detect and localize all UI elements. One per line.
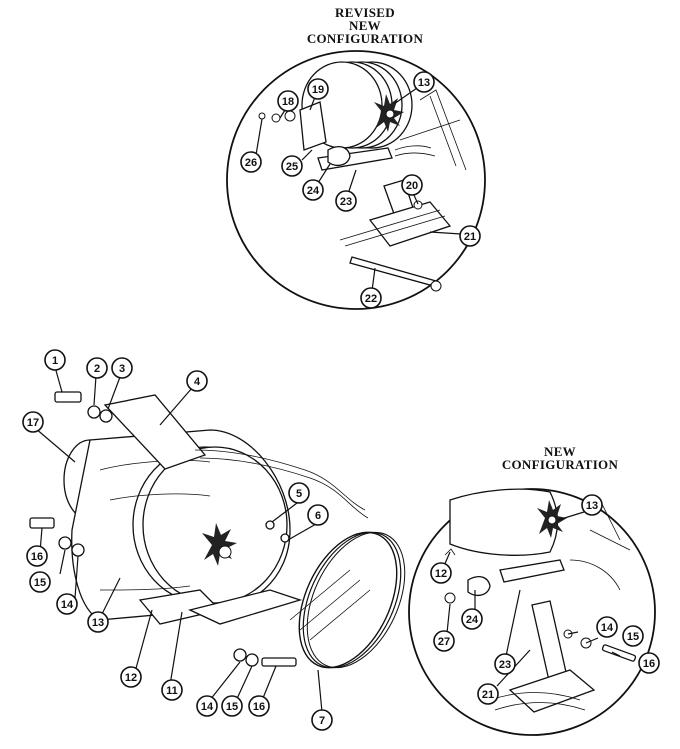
main-leader-lines <box>34 366 323 713</box>
svg-text:12: 12 <box>125 672 137 684</box>
new-detail-view: 13 12 27 24 23 21 14 15 16 <box>408 488 660 736</box>
callout-13: 13 <box>413 71 435 93</box>
svg-text:14: 14 <box>601 622 614 634</box>
svg-text:16: 16 <box>31 551 43 563</box>
callout-14-new: 14 <box>596 616 618 638</box>
revised-bracket-assembly <box>258 89 467 292</box>
callout-3: 3 <box>111 357 133 379</box>
callout-5: 5 <box>288 482 310 504</box>
main-callouts: 1 2 3 4 17 5 6 16 15 14 13 12 11 14 15 1… <box>22 349 333 731</box>
callout-15-bottom: 15 <box>221 695 243 717</box>
callout-16-left: 16 <box>26 545 48 567</box>
callout-7: 7 <box>311 709 333 731</box>
callout-18: 18 <box>277 90 299 112</box>
callout-13-new: 13 <box>581 494 603 516</box>
svg-text:19: 19 <box>312 84 324 96</box>
callout-21-new: 21 <box>477 683 499 705</box>
revised-configuration-title: REVISED NEW CONFIGURATION <box>290 6 440 45</box>
callout-17: 17 <box>22 411 44 433</box>
callout-11: 11 <box>161 679 183 701</box>
callout-4: 4 <box>186 370 208 392</box>
svg-text:16: 16 <box>253 701 265 713</box>
svg-text:15: 15 <box>226 701 238 713</box>
callout-13: 13 <box>87 611 109 633</box>
callout-27-new: 27 <box>433 630 455 652</box>
callout-23-new: 23 <box>494 653 516 675</box>
svg-text:24: 24 <box>307 185 320 197</box>
svg-text:5: 5 <box>296 488 302 500</box>
svg-text:14: 14 <box>61 599 74 611</box>
svg-text:15: 15 <box>627 631 639 643</box>
svg-text:21: 21 <box>482 689 494 701</box>
new-title-line-2: CONFIGURATION <box>501 457 619 472</box>
callout-21: 21 <box>459 225 481 247</box>
callout-14-left: 14 <box>56 593 78 615</box>
main-alternator-body <box>63 429 291 621</box>
svg-text:21: 21 <box>464 231 476 243</box>
svg-text:16: 16 <box>643 658 655 670</box>
revised-title-line-3: CONFIGURATION <box>306 31 424 46</box>
callout-24: 24 <box>302 179 324 201</box>
svg-text:24: 24 <box>466 614 479 626</box>
callout-22: 22 <box>360 287 382 309</box>
new-callouts: 13 12 27 24 23 21 14 15 16 <box>430 494 660 705</box>
callout-2: 2 <box>86 357 108 379</box>
svg-text:23: 23 <box>340 196 352 208</box>
svg-text:11: 11 <box>166 685 178 697</box>
callout-1: 1 <box>44 349 66 371</box>
callout-15-left: 15 <box>29 571 51 593</box>
svg-text:3: 3 <box>119 363 125 375</box>
callout-16-new: 16 <box>638 652 660 674</box>
svg-text:26: 26 <box>245 157 257 169</box>
main-belt-bundle <box>289 531 406 669</box>
callout-20: 20 <box>401 174 423 196</box>
svg-text:18: 18 <box>282 96 294 108</box>
new-bracket-assembly <box>444 499 637 713</box>
callout-25: 25 <box>281 155 303 177</box>
svg-text:6: 6 <box>315 510 321 522</box>
callout-6: 6 <box>307 504 329 526</box>
new-configuration-title: NEW CONFIGURATION <box>480 445 640 471</box>
main-exploded-view: 1 2 3 4 17 5 6 16 15 14 13 12 11 14 15 1… <box>22 349 406 731</box>
revised-callouts: 13 18 19 20 21 22 23 24 25 26 <box>240 71 481 309</box>
svg-text:13: 13 <box>586 500 598 512</box>
svg-text:12: 12 <box>435 568 447 580</box>
svg-text:2: 2 <box>94 363 100 375</box>
svg-text:7: 7 <box>319 715 325 727</box>
callout-12: 12 <box>120 666 142 688</box>
callout-23: 23 <box>335 190 357 212</box>
callout-15-new: 15 <box>622 625 644 647</box>
svg-text:22: 22 <box>365 293 377 305</box>
svg-text:15: 15 <box>34 577 46 589</box>
revised-title-line-1: REVISED <box>335 5 395 20</box>
callout-12-new: 12 <box>430 562 452 584</box>
revised-leader-lines <box>255 87 462 292</box>
callout-19: 19 <box>307 78 329 100</box>
main-mounting-bracket <box>103 394 369 625</box>
svg-text:25: 25 <box>286 161 298 173</box>
svg-text:13: 13 <box>418 77 430 89</box>
svg-text:17: 17 <box>27 417 39 429</box>
revised-title-line-2: NEW <box>349 18 381 33</box>
callout-14-bottom: 14 <box>196 695 218 717</box>
callout-24-new: 24 <box>461 608 483 630</box>
svg-text:27: 27 <box>438 636 450 648</box>
new-title-line-1: NEW <box>544 444 576 459</box>
svg-text:1: 1 <box>52 355 58 367</box>
svg-text:23: 23 <box>499 659 511 671</box>
callout-26: 26 <box>240 151 262 173</box>
new-alternator-pulley <box>449 488 567 556</box>
svg-text:4: 4 <box>194 376 201 388</box>
revised-detail-view: 13 18 19 20 21 22 23 24 25 26 <box>226 50 486 310</box>
svg-text:14: 14 <box>201 701 214 713</box>
svg-text:13: 13 <box>92 617 104 629</box>
callout-16-bottom: 16 <box>248 695 270 717</box>
svg-text:20: 20 <box>406 180 418 192</box>
